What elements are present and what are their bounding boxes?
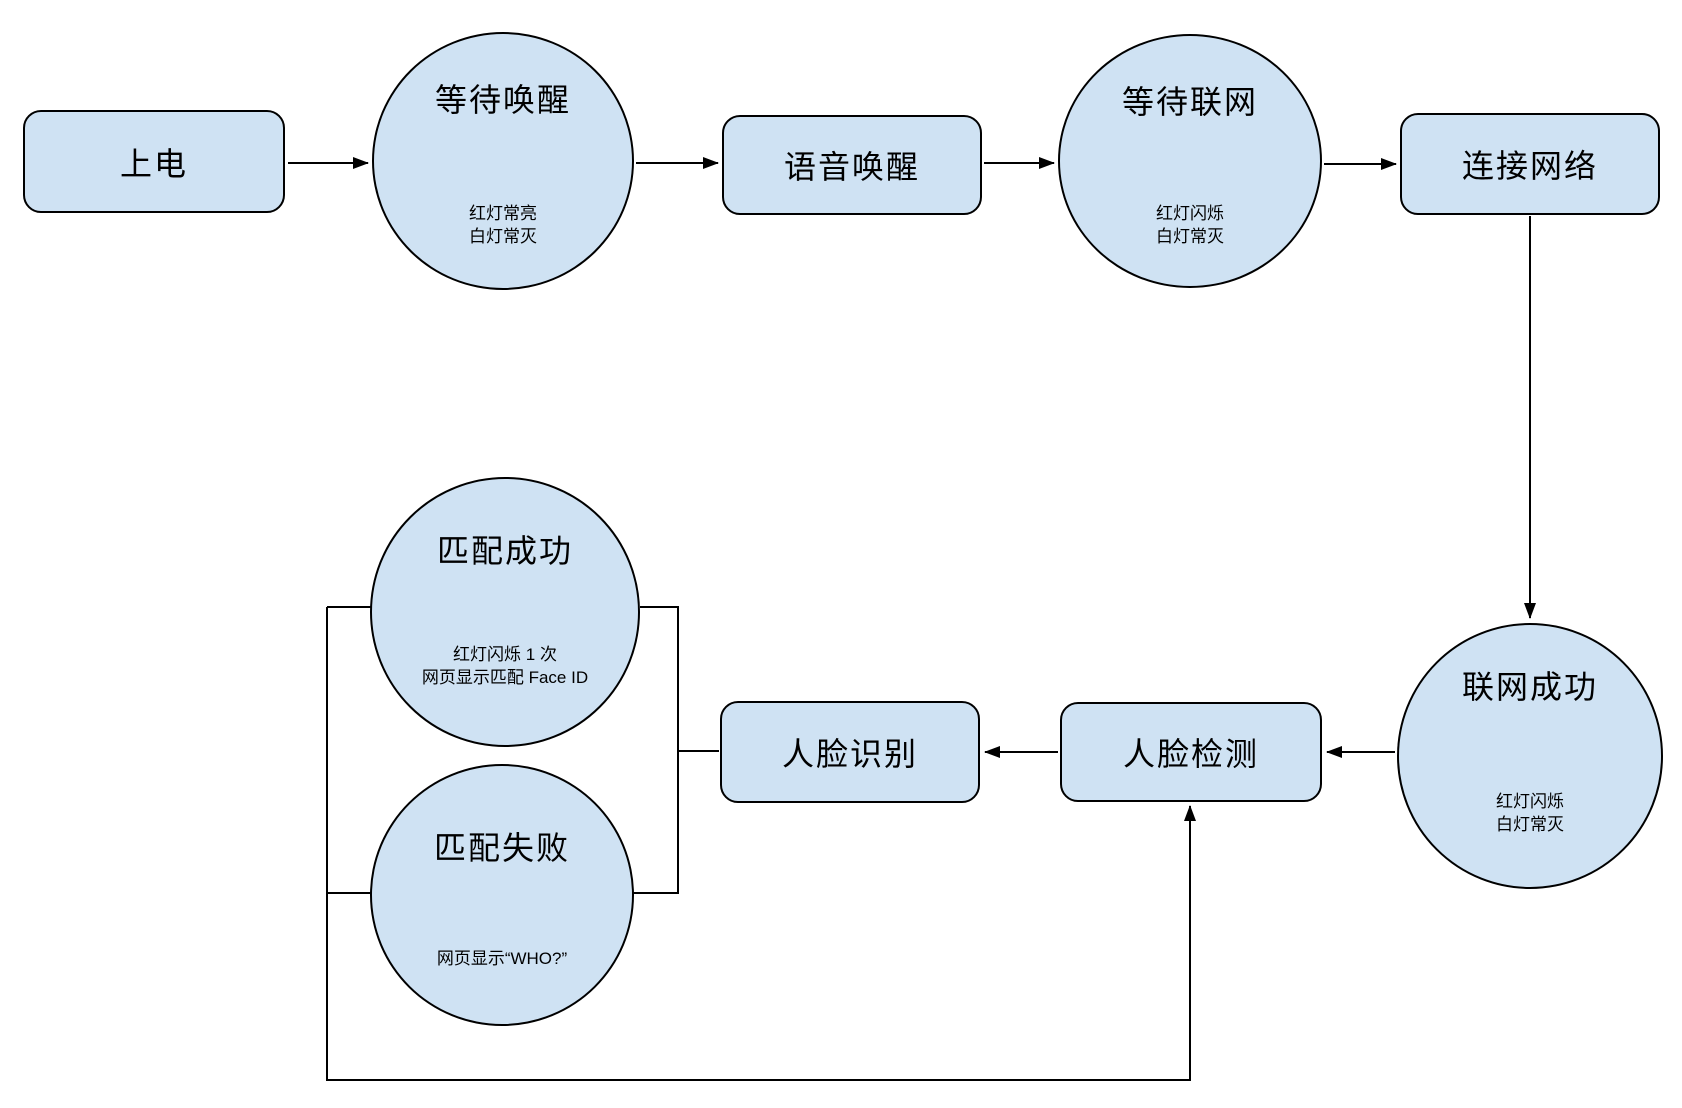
node-connect-network-label: 连接网络	[1461, 148, 1598, 184]
node-voice-wake: 语音唤醒	[722, 115, 982, 215]
note-line: 红灯闪烁	[1496, 792, 1564, 811]
node-wait-network-note: 红灯闪烁 白灯常灭	[1060, 202, 1320, 248]
note-line: 白灯常灭	[1156, 227, 1224, 246]
node-face-recognize: 人脸识别	[720, 701, 980, 803]
note-line: 白灯常灭	[1496, 815, 1564, 834]
node-wait-wake-note: 红灯常亮 白灯常灭	[374, 202, 632, 248]
node-connect-network: 连接网络	[1400, 113, 1660, 215]
note-line: 网页显示匹配 Face ID	[421, 668, 589, 687]
node-face-recognize-label: 人脸识别	[781, 736, 918, 772]
note-line: 白灯常灭	[469, 227, 537, 246]
bracket-facerecognize-results	[633, 606, 679, 894]
note-line: 红灯常亮	[469, 204, 537, 223]
node-wait-wake-title: 等待唤醒	[434, 82, 571, 118]
node-match-success: 匹配成功 红灯闪烁 1 次 网页显示匹配 Face ID	[370, 477, 640, 747]
node-network-success-title: 联网成功	[1461, 669, 1598, 705]
node-match-fail: 匹配失败 网页显示“WHO?”	[370, 764, 634, 1026]
note-line: 红灯闪烁	[1156, 204, 1224, 223]
node-match-success-note: 红灯闪烁 1 次 网页显示匹配 Face ID	[372, 643, 638, 689]
node-face-detect-label: 人脸检测	[1122, 736, 1259, 772]
node-match-fail-note: 网页显示“WHO?”	[372, 947, 632, 970]
node-wait-network-title: 等待联网	[1121, 84, 1258, 120]
note-line: 网页显示“WHO?”	[436, 949, 568, 968]
node-match-success-title: 匹配成功	[436, 533, 573, 569]
node-face-detect: 人脸检测	[1060, 702, 1322, 802]
node-power-on-label: 上电	[119, 145, 188, 182]
node-wait-wake: 等待唤醒 红灯常亮 白灯常灭	[372, 32, 634, 290]
edge-loop-back-to-facedetect	[326, 607, 1196, 1081]
node-network-success-note: 红灯闪烁 白灯常灭	[1399, 790, 1661, 836]
note-line: 红灯闪烁 1 次	[453, 645, 557, 664]
node-network-success: 联网成功 红灯闪烁 白灯常灭	[1397, 623, 1663, 889]
node-power-on: 上电	[23, 110, 285, 213]
node-voice-wake-label: 语音唤醒	[783, 149, 920, 185]
node-wait-network: 等待联网 红灯闪烁 白灯常灭	[1058, 34, 1322, 288]
node-match-fail-title: 匹配失败	[433, 830, 570, 866]
